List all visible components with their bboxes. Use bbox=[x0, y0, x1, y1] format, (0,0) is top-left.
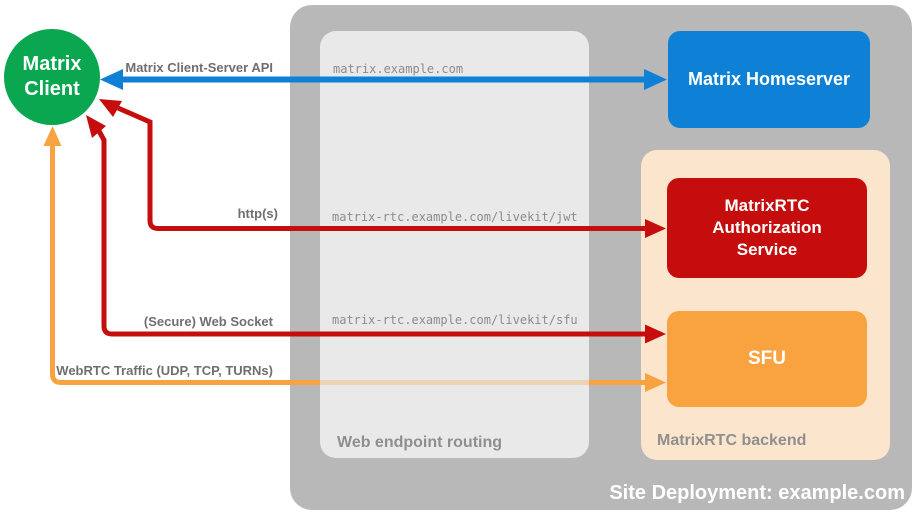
sfu-node: SFU bbox=[667, 311, 867, 407]
edge-webrtc-line-left bbox=[50, 144, 320, 385]
web-endpoint-routing-label: Web endpoint routing bbox=[337, 434, 503, 451]
edge-label-secure-web-socket: (Secure) Web Socket bbox=[143, 314, 273, 329]
matrixrtc-auth-service-label: MatrixRTC Authorization Service bbox=[712, 196, 822, 259]
sfu-label: SFU bbox=[748, 348, 786, 369]
edge-label-https: http(s) bbox=[237, 206, 278, 221]
arrowhead-api-left-icon bbox=[100, 69, 123, 90]
site-deployment-label: Site Deployment: example.com bbox=[609, 482, 905, 504]
edge-label-webrtc-traffic: WebRTC Traffic (UDP, TCP, TURNs) bbox=[56, 363, 273, 378]
route-livekit-sfu: matrix-rtc.example.com/livekit/sfu bbox=[332, 313, 578, 327]
route-matrix-example-com: matrix.example.com bbox=[333, 62, 464, 76]
route-livekit-jwt: matrix-rtc.example.com/livekit/jwt bbox=[332, 210, 578, 224]
matrix-client-label-line2: Client bbox=[24, 78, 80, 100]
matrix-homeserver-node: Matrix Homeserver bbox=[668, 31, 870, 128]
arrowhead-ws-client-icon bbox=[86, 115, 106, 138]
web-endpoint-routing-box bbox=[320, 31, 589, 458]
matrixrtc-auth-service-node: MatrixRTC Authorization Service bbox=[667, 178, 867, 278]
matrix-client-label-line1: Matrix bbox=[22, 53, 82, 75]
arrowhead-webrtc-client-icon bbox=[43, 126, 62, 146]
matrix-client-node: Matrix Client bbox=[4, 29, 100, 125]
arrowhead-https-client-icon bbox=[99, 99, 122, 117]
matrix-homeserver-label: Matrix Homeserver bbox=[687, 69, 851, 89]
edge-label-client-server-api: Matrix Client-Server API bbox=[125, 60, 273, 75]
matrixrtc-backend-label: MatrixRTC backend bbox=[657, 432, 807, 449]
